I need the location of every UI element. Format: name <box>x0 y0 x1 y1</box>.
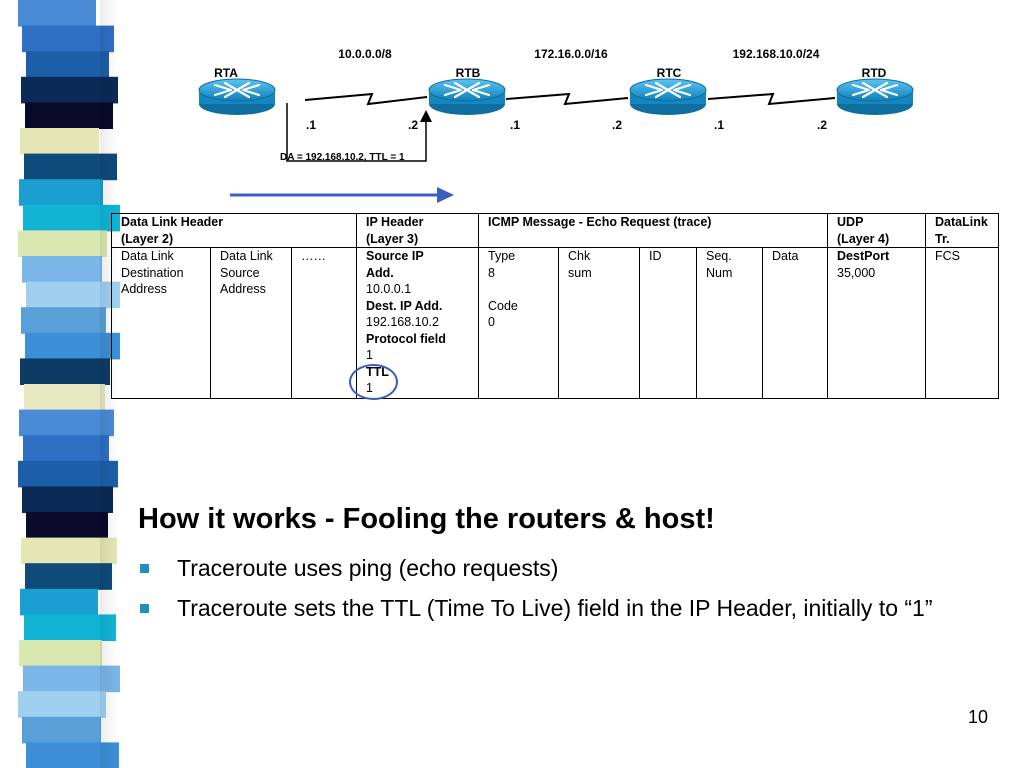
stripe-block <box>22 716 101 744</box>
subnet-label: 172.16.0.0/16 <box>534 47 608 61</box>
stripe-shadow <box>100 0 118 768</box>
slide-title: How it works - Fooling the routers & hos… <box>138 503 715 535</box>
stripe-block <box>18 691 106 718</box>
interface-label: .1 <box>714 118 724 132</box>
icmp-type-cell: Type 8 Code 0 <box>478 247 559 399</box>
stripe-block <box>26 51 109 78</box>
stripe-block <box>23 204 120 232</box>
stripe-block <box>23 665 120 693</box>
stripe-block <box>20 588 98 616</box>
stripe-block <box>18 460 118 488</box>
router-icon-rtc <box>628 77 708 117</box>
stripe-block <box>26 281 120 309</box>
table-row: Data Link Destination Address Data Link … <box>111 247 1000 399</box>
interface-label: .1 <box>306 118 316 132</box>
stripe-block <box>21 76 118 104</box>
udp-header-cell: UDP (Layer 4) <box>827 213 927 248</box>
interface-label: .1 <box>510 118 520 132</box>
router-label: RTD <box>862 66 887 80</box>
table-header-row: Data Link Header (Layer 2) IP Header (La… <box>111 213 1000 248</box>
serial-link-rta-rtb <box>304 92 428 106</box>
packet-label: DA = 192.168.10.2, TTL = 1 <box>280 152 405 163</box>
stripe-block <box>21 537 117 565</box>
stripe-block <box>24 614 116 641</box>
stripe-block <box>26 742 119 768</box>
direction-arrowhead-icon <box>437 187 454 203</box>
router-label: RTC <box>657 66 682 80</box>
stripe-block <box>18 230 107 257</box>
packet-path-arrowhead <box>420 110 432 122</box>
datalink-header-cell: Data Link Header (Layer 2) <box>111 213 357 248</box>
router-label: RTB <box>456 66 481 80</box>
stripe-block <box>23 435 109 462</box>
bullet-item: Traceroute uses ping (echo requests) <box>140 551 960 585</box>
stripe-block <box>22 256 102 283</box>
stripe-block <box>25 332 120 360</box>
stripe-block <box>20 358 110 385</box>
udp-port-cell: DestPort 35,000 <box>827 247 927 399</box>
fcs-cell: FCS <box>925 247 1000 399</box>
id-cell: ID <box>639 247 697 399</box>
stripe-block <box>26 512 108 539</box>
bullet-square-icon <box>140 564 149 573</box>
stripe-block <box>19 179 103 206</box>
ellipsis-cell: …… <box>291 247 357 399</box>
ttl-highlight-circle <box>349 364 398 400</box>
stripe-block <box>20 128 99 155</box>
interface-label: .2 <box>817 118 827 132</box>
network-diagram: 10.0.0.0/8 172.16.0.0/16 192.168.10.0/24… <box>197 47 915 203</box>
packet-path-line <box>286 103 427 162</box>
stripe-block <box>22 486 113 513</box>
checksum-cell: Chk sum <box>558 247 640 399</box>
stripe-block <box>24 384 105 411</box>
seq-cell: Seq. Num <box>696 247 763 399</box>
icmp-header-cell: ICMP Message - Echo Request (trace) <box>477 213 829 248</box>
router-icon-rtb <box>427 77 507 117</box>
serial-link-rtb-rtc <box>505 92 629 106</box>
interface-label: .2 <box>408 118 418 132</box>
dl-src-cell: Data Link Source Address <box>210 247 292 399</box>
bullet-square-icon <box>140 604 149 613</box>
data-cell: Data <box>761 247 829 399</box>
stripe-block <box>24 153 117 181</box>
page-number: 10 <box>967 707 988 727</box>
stripe-block <box>25 102 113 129</box>
stripe-block <box>25 563 112 590</box>
stripe-block <box>19 640 102 667</box>
serial-link-rtc-rtd <box>707 92 836 106</box>
subnet-label: 10.0.0.0/8 <box>338 47 392 61</box>
interface-label: .2 <box>612 118 622 132</box>
stripe-block <box>18 0 96 27</box>
subnet-label: 192.168.10.0/24 <box>733 47 820 61</box>
bullet-item: Traceroute sets the TTL (Time To Live) f… <box>140 591 960 625</box>
stripe-block <box>19 409 114 437</box>
router-icon-rta <box>197 77 277 117</box>
router-label: RTA <box>214 66 238 80</box>
decorative-stripe <box>18 0 120 768</box>
dl-dest-cell: Data Link Destination Address <box>111 247 211 399</box>
stripe-block <box>22 25 114 53</box>
trailer-header-cell: DataLink Tr. <box>925 213 1000 248</box>
stripe-block <box>21 307 106 334</box>
ip-header-cell: IP Header (Layer 3) <box>356 213 479 248</box>
router-icon-rtd <box>835 77 915 117</box>
packet-structure-table: Data Link Header (Layer 2) IP Header (La… <box>111 213 1000 399</box>
